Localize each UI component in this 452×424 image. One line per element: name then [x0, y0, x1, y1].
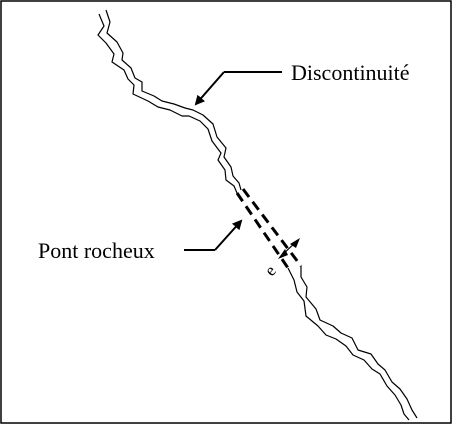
rock-bridge-dashes [235, 188, 303, 269]
discontinuity-leader-diagonal [194, 71, 225, 106]
rock-bridge-leader-diagonal [214, 219, 243, 251]
upper-discontinuity [97, 9, 242, 194]
spacing-label: e [261, 262, 280, 280]
lower-discontinuity [287, 266, 418, 421]
discontinuity-label: Discontinuité [291, 60, 410, 85]
rock-bridge-label: Pont rocheux [38, 238, 155, 263]
spacing-dimension [278, 238, 300, 259]
